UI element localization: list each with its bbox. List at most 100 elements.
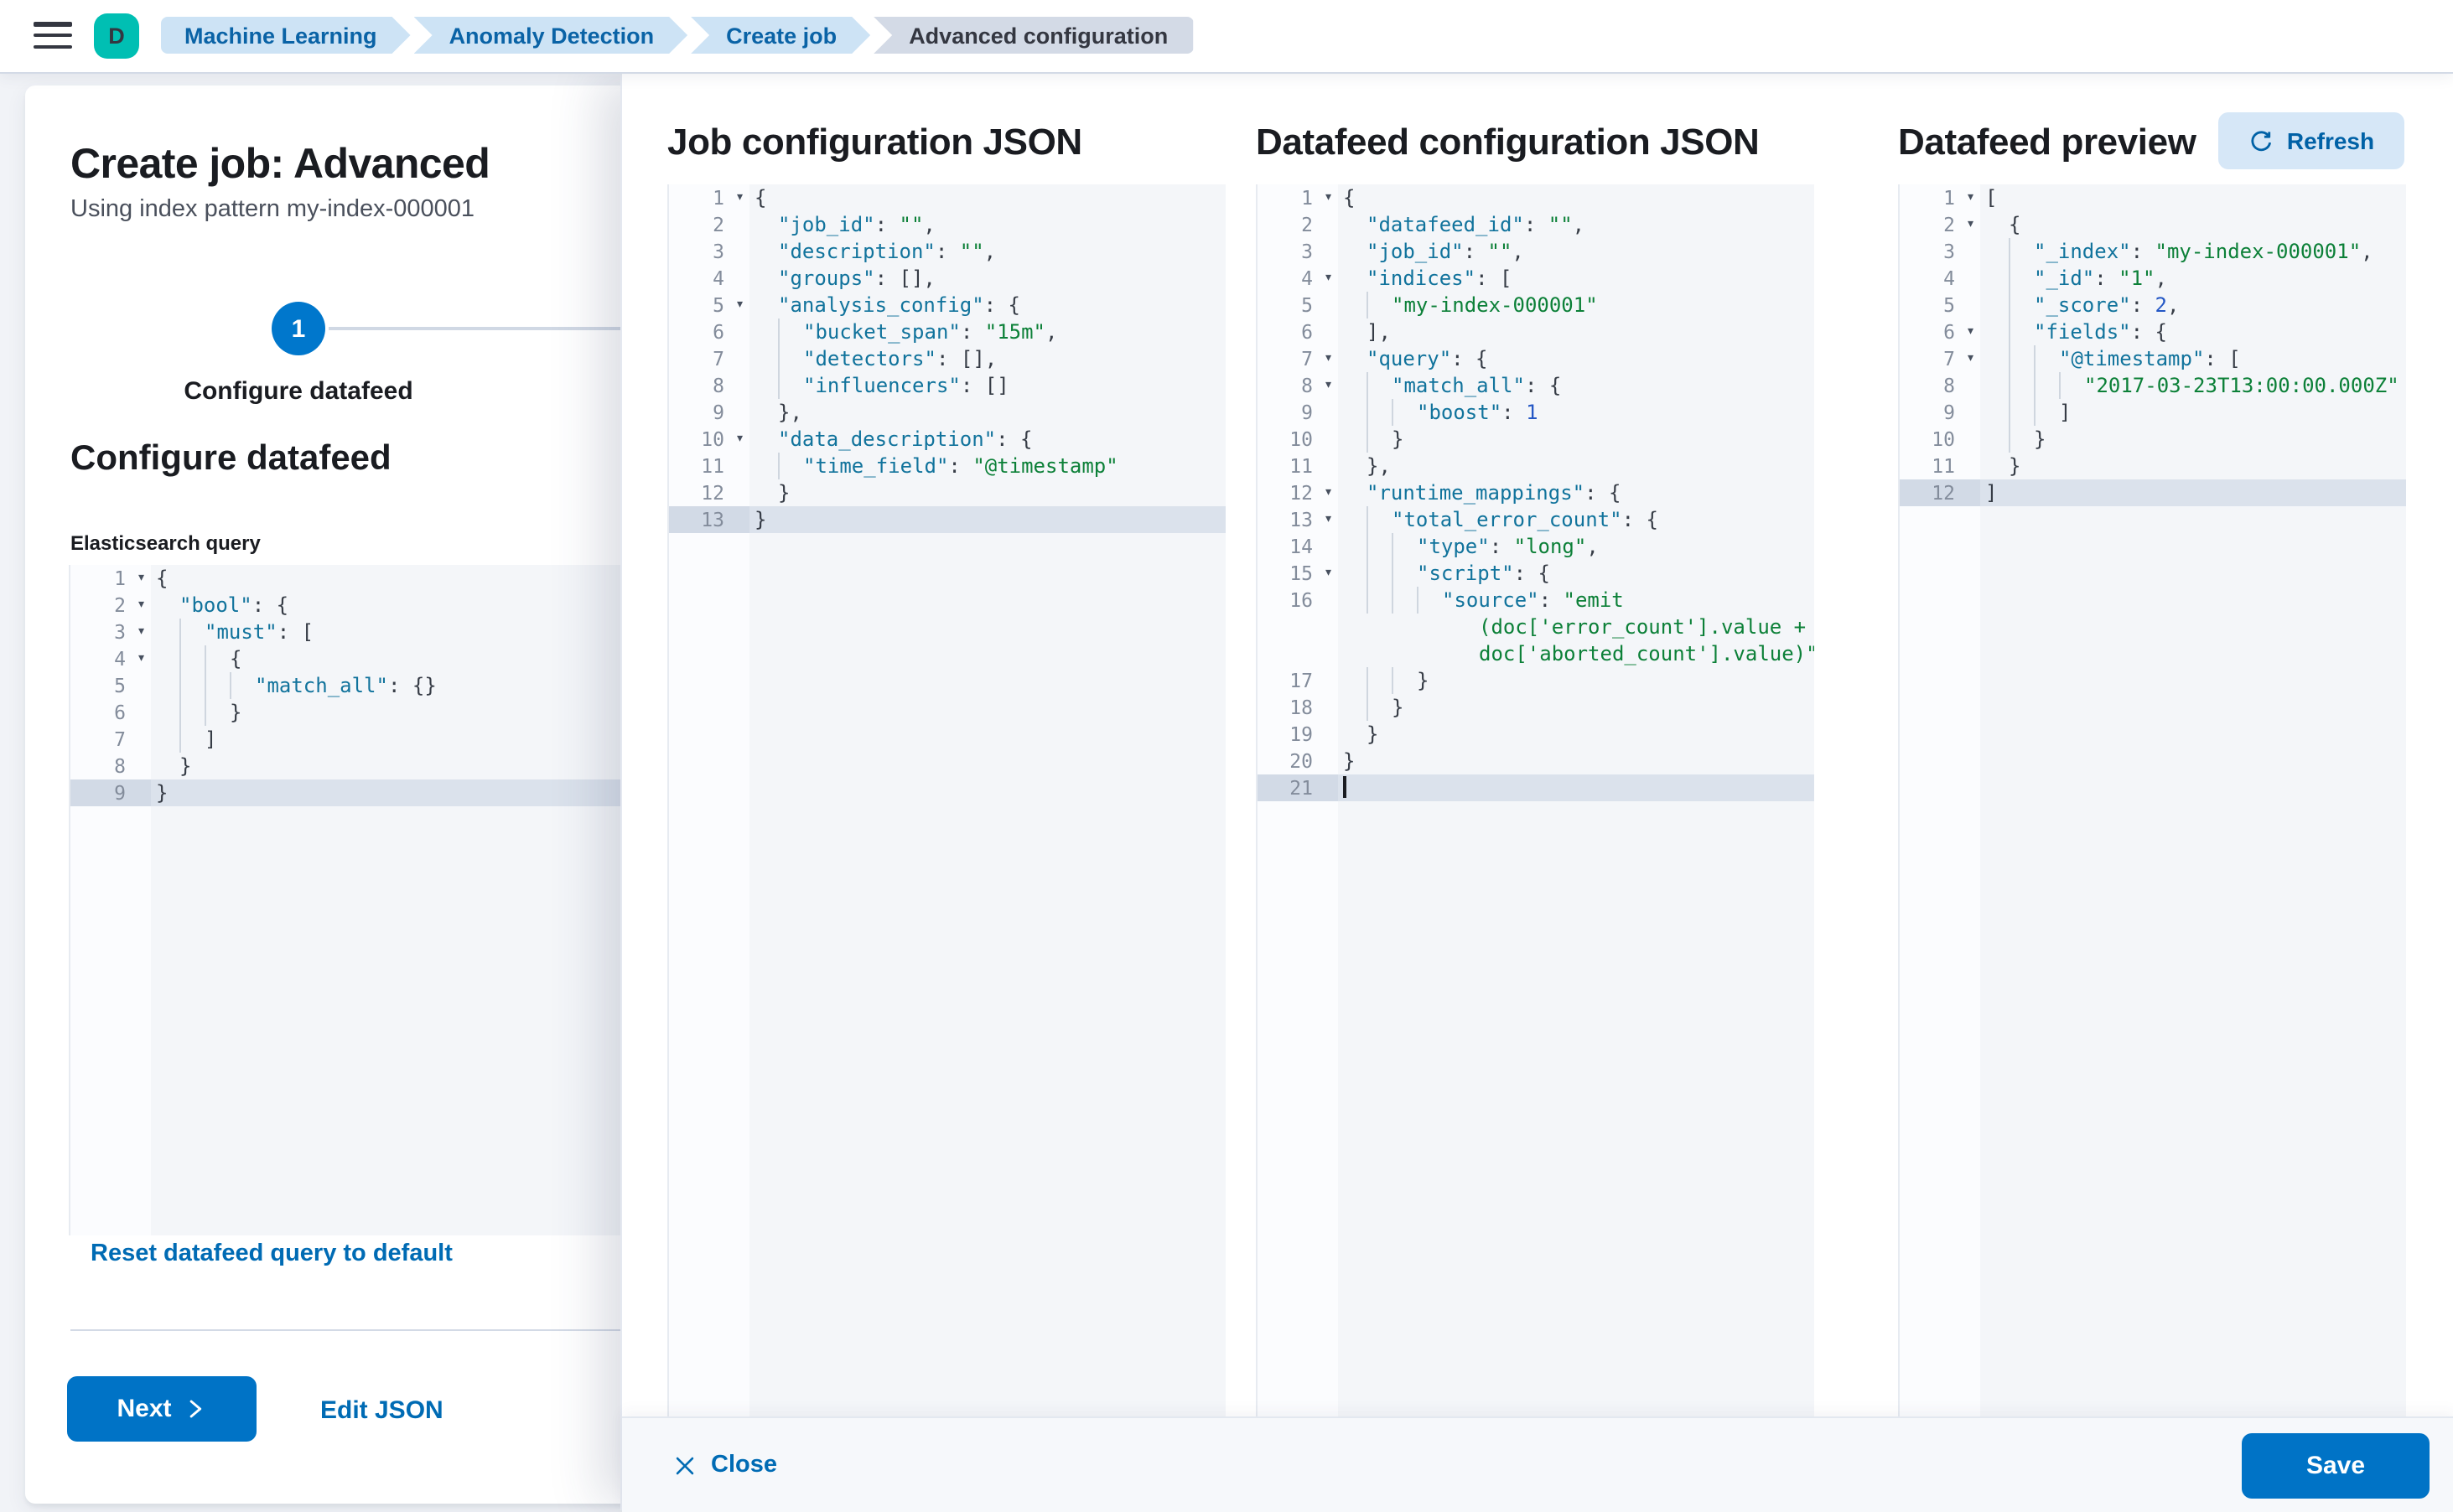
- code-line: 2"datafeed_id": "",: [1258, 211, 1814, 238]
- arrow-right-icon: [190, 1400, 202, 1418]
- elasticsearch-query-label: Elasticsearch query: [70, 531, 261, 555]
- step-connector-line: [329, 327, 624, 330]
- fold-arrow-icon[interactable]: ▾: [1966, 324, 1975, 340]
- save-button[interactable]: Save: [2242, 1433, 2430, 1499]
- refresh-button[interactable]: Refresh: [2218, 112, 2404, 169]
- code-line: 12▾"runtime_mappings": {: [1258, 479, 1814, 506]
- code-line: 8"2017-03-23T13:00:00.000Z": [1900, 372, 2406, 399]
- job-config-title: Job configuration JSON: [667, 121, 1082, 163]
- code-line: 11},: [1258, 453, 1814, 479]
- editor-empty-area: [1900, 506, 2406, 1416]
- fold-arrow-icon[interactable]: ▾: [1324, 484, 1333, 501]
- fold-arrow-icon[interactable]: ▾: [735, 189, 744, 206]
- section-heading: Configure datafeed: [70, 439, 392, 478]
- code-line: 4"_id": "1",: [1900, 265, 2406, 292]
- fold-arrow-icon[interactable]: ▾: [137, 597, 146, 614]
- code-line: 8▾"match_all": {: [1258, 372, 1814, 399]
- step-1-indicator[interactable]: 1: [272, 302, 325, 355]
- code-line: 5"my-index-000001": [1258, 292, 1814, 318]
- code-line: 8"influencers": []: [669, 372, 1226, 399]
- code-line: 4▾{: [70, 645, 624, 672]
- breadcrumb-create-job[interactable]: Create job: [691, 17, 870, 54]
- code-line: 2"job_id": "",: [669, 211, 1226, 238]
- divider: [70, 1329, 637, 1331]
- code-line: 3▾"must": [: [70, 619, 624, 645]
- step-1-label: Configure datafeed: [184, 377, 413, 406]
- code-line: 3"description": "",: [669, 238, 1226, 265]
- code-line: 6▾"fields": {: [1900, 318, 2406, 345]
- edit-json-link[interactable]: Edit JSON: [310, 1395, 454, 1427]
- code-line: 3"_index": "my-index-000001",: [1900, 238, 2406, 265]
- flyout-footer: Close Save: [622, 1416, 2453, 1512]
- code-line: 13}: [669, 506, 1226, 533]
- close-icon: [676, 1456, 694, 1474]
- avatar[interactable]: D: [94, 13, 139, 59]
- code-line: 5▾"analysis_config": {: [669, 292, 1226, 318]
- code-line: 9},: [669, 399, 1226, 426]
- fold-arrow-icon[interactable]: ▾: [735, 431, 744, 448]
- fold-arrow-icon[interactable]: ▾: [1324, 377, 1333, 394]
- reset-datafeed-query-link[interactable]: Reset datafeed query to default: [80, 1239, 463, 1269]
- code-line: 9}: [70, 779, 624, 806]
- code-line: 11}: [1900, 453, 2406, 479]
- elasticsearch-query-editor[interactable]: 1▾{2▾"bool": {3▾"must": [4▾{5"match_all"…: [69, 565, 624, 1235]
- code-line: 9"boost": 1: [1258, 399, 1814, 426]
- code-line: 2▾"bool": {: [70, 592, 624, 619]
- close-button[interactable]: Close: [664, 1442, 787, 1489]
- job-config-json-editor[interactable]: 1▾{2"job_id": "",3"description": "",4"gr…: [667, 184, 1226, 1416]
- code-line: 6"bucket_span": "15m",: [669, 318, 1226, 345]
- editor-empty-area: [669, 533, 1226, 1416]
- code-line: 10}: [1258, 426, 1814, 453]
- save-button-label: Save: [2305, 1452, 2366, 1480]
- fold-arrow-icon[interactable]: ▾: [1324, 189, 1333, 206]
- code-line: 3"job_id": "",: [1258, 238, 1814, 265]
- fold-arrow-icon[interactable]: ▾: [1324, 511, 1333, 528]
- code-line: 6],: [1258, 318, 1814, 345]
- code-line: 21: [1258, 774, 1814, 801]
- breadcrumb-advanced-configuration: Advanced configuration: [874, 17, 1194, 54]
- code-line: 12}: [669, 479, 1226, 506]
- breadcrumb-anomaly-detection[interactable]: Anomaly Detection: [414, 17, 688, 54]
- code-line: 19}: [1258, 721, 1814, 748]
- datafeed-preview-title: Datafeed preview: [1898, 121, 2196, 163]
- index-pattern-subtitle: Using index pattern my-index-000001: [70, 196, 475, 223]
- code-line: 7▾"@timestamp": [: [1900, 345, 2406, 372]
- fold-arrow-icon[interactable]: ▾: [1324, 270, 1333, 287]
- code-line: 1▾{: [70, 565, 624, 592]
- code-line: 13▾"total_error_count": {: [1258, 506, 1814, 533]
- code-line: 11"time_field": "@timestamp": [669, 453, 1226, 479]
- fold-arrow-icon[interactable]: ▾: [137, 650, 146, 667]
- breadcrumb: Machine Learning Anomaly Detection Creat…: [161, 17, 1196, 54]
- fold-arrow-icon[interactable]: ▾: [137, 570, 146, 587]
- json-flyout: Job configuration JSON 1▾{2"job_id": "",…: [620, 72, 2453, 1512]
- datafeed-config-json-editor[interactable]: 1▾{2"datafeed_id": "",3"job_id": "",4▾"i…: [1256, 184, 1814, 1416]
- code-line: 1▾[: [1900, 184, 2406, 211]
- code-line: 16"source": "emit: [1258, 587, 1814, 614]
- code-line: 12]: [1900, 479, 2406, 506]
- editor-empty-area: [1258, 801, 1814, 1416]
- code-line: 1▾{: [1258, 184, 1814, 211]
- code-line: 9]: [1900, 399, 2406, 426]
- code-line: 10▾"data_description": {: [669, 426, 1226, 453]
- breadcrumb-machine-learning[interactable]: Machine Learning: [161, 17, 411, 54]
- code-line: 7▾"query": {: [1258, 345, 1814, 372]
- code-line: 7]: [70, 726, 624, 753]
- fold-arrow-icon[interactable]: ▾: [1966, 216, 1975, 233]
- fold-arrow-icon[interactable]: ▾: [1324, 565, 1333, 582]
- code-line: 18}: [1258, 694, 1814, 721]
- fold-arrow-icon[interactable]: ▾: [1324, 350, 1333, 367]
- fold-arrow-icon[interactable]: ▾: [137, 624, 146, 640]
- code-line: 4"groups": [],: [669, 265, 1226, 292]
- menu-icon[interactable]: [34, 22, 72, 50]
- next-button[interactable]: Next: [67, 1376, 257, 1442]
- code-line: 14"type": "long",: [1258, 533, 1814, 560]
- code-line: doc['aborted_count'].value)": [1258, 640, 1814, 667]
- close-button-label: Close: [711, 1452, 777, 1478]
- fold-arrow-icon[interactable]: ▾: [1966, 350, 1975, 367]
- code-line: 5"_score": 2,: [1900, 292, 2406, 318]
- fold-arrow-icon[interactable]: ▾: [1966, 189, 1975, 206]
- datafeed-preview-editor[interactable]: 1▾[2▾{3"_index": "my-index-000001",4"_id…: [1898, 184, 2406, 1416]
- fold-arrow-icon[interactable]: ▾: [735, 297, 744, 313]
- app-header: D Machine Learning Anomaly Detection Cre…: [0, 0, 2453, 72]
